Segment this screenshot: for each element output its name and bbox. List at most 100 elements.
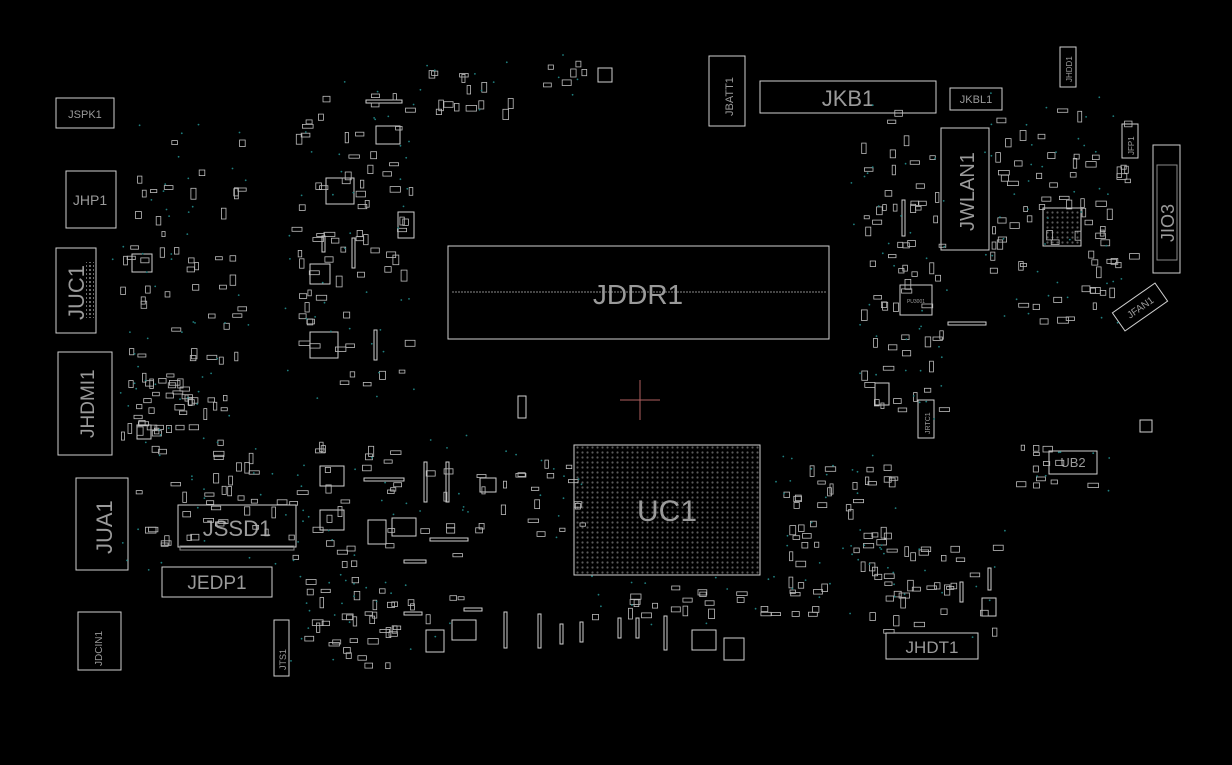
via-dot [1041, 165, 1044, 168]
passive-pad [1038, 204, 1046, 210]
via-dot [458, 492, 460, 495]
jfp1-label: JFP1 [1127, 136, 1136, 155]
jua1-connector[interactable]: JUA1 [75, 477, 129, 571]
passive-pad [911, 586, 921, 592]
passive-pad [904, 546, 909, 557]
via-dot [850, 545, 852, 547]
passive-pad [315, 182, 322, 190]
passive-pad [628, 607, 633, 620]
jhp1-connector[interactable]: JHP1 [65, 170, 117, 229]
jhdt1-connector[interactable]: JHDT1 [885, 632, 979, 660]
via-dot [903, 593, 906, 596]
passive-pad [861, 142, 867, 154]
passive-pad [865, 476, 870, 485]
jkb1-connector[interactable]: JKB1 [759, 80, 937, 114]
passive-pad [449, 595, 457, 601]
via-dot [859, 323, 861, 326]
jdcin1-connector[interactable]: JDCIN1 [77, 611, 122, 671]
passive-pad [292, 554, 299, 560]
via-dot [154, 285, 157, 288]
passive-pad [920, 546, 932, 552]
passive-pad [1047, 152, 1056, 160]
passive-pad [481, 486, 486, 495]
passive-pad [213, 450, 225, 457]
via-dot [1083, 144, 1086, 147]
passive-pad [341, 561, 348, 568]
ub2-chip[interactable]: UB2 [1048, 450, 1098, 475]
via-dot [883, 552, 885, 555]
via-dot [274, 562, 277, 565]
via-dot [1013, 193, 1016, 196]
passive-pad [1059, 195, 1070, 201]
jrtc1-connector[interactable]: JRTC1 [917, 399, 935, 439]
passive-pad [148, 526, 159, 533]
passive-pad [298, 340, 311, 346]
uc1-cpu[interactable]: UC1 [573, 444, 761, 576]
passive-pad [1032, 303, 1040, 310]
jedp1-connector[interactable]: JEDP1 [161, 566, 273, 598]
passive-pad [137, 421, 149, 427]
via-dot [920, 325, 922, 328]
jhdd1-connector[interactable]: JHDD1 [1059, 46, 1077, 88]
passive-pad [316, 622, 321, 633]
passive-pad [670, 606, 681, 613]
passive-pad [389, 162, 399, 167]
via-dot [887, 566, 889, 569]
jwlan1-connector[interactable]: JWLAN1 [940, 127, 990, 251]
passive-pad [320, 588, 331, 593]
via-dot [111, 258, 114, 261]
passive-pad [882, 204, 887, 211]
passive-pad [146, 424, 158, 431]
passive-pad [810, 520, 817, 528]
passive-pad [1124, 178, 1131, 184]
via-dot [405, 502, 408, 505]
passive-pad [398, 369, 406, 374]
passive-pad [136, 426, 144, 436]
passive-pad [461, 74, 466, 83]
passive-pad [481, 82, 488, 93]
via-dot [390, 592, 392, 595]
passive-pad [980, 609, 989, 617]
passive-pad [299, 258, 305, 269]
via-dot [1047, 217, 1049, 220]
jio3-connector[interactable]: JIO3 [1152, 144, 1181, 274]
jddr1-connector[interactable]: JDDR1 [447, 245, 830, 340]
via-dot [158, 454, 161, 457]
passive-pad [1020, 444, 1026, 451]
jfan1-connector[interactable]: JFAN1 [1111, 282, 1169, 332]
via-dot [397, 227, 400, 229]
via-dot [210, 372, 213, 375]
passive-pad [630, 593, 642, 600]
jddr1-label: JDDR1 [593, 279, 683, 310]
jfp1-connector[interactable]: JFP1 [1121, 123, 1139, 159]
passive-pad [1050, 479, 1058, 485]
cursor-crosshair [620, 380, 660, 420]
via-dot [893, 583, 895, 586]
via-dot [856, 470, 859, 473]
passive-pad [158, 377, 167, 384]
jbatt1-connector[interactable]: JBATT1 [708, 55, 746, 127]
jhdmi1-connector[interactable]: JHDMI1 [57, 351, 113, 456]
passive-pad [324, 466, 331, 473]
via-dot [180, 132, 183, 135]
via-dot [1056, 281, 1059, 284]
passive-pad [306, 318, 315, 325]
jspk1-connector[interactable]: JSPK1 [55, 97, 115, 129]
via-dot [316, 397, 319, 399]
jts1-connector[interactable]: JTS1 [273, 619, 290, 677]
passive-pad [1124, 120, 1133, 128]
via-dot [940, 356, 943, 359]
via-dot [310, 151, 313, 153]
via-dot [247, 324, 250, 326]
via-dot [714, 576, 717, 579]
jkbl1-connector[interactable]: JKBL1 [949, 87, 1003, 111]
pu3001-chip[interactable]: PU3001 [899, 284, 933, 316]
via-dot [467, 511, 469, 513]
passive-pad [168, 379, 181, 386]
via-dot [993, 566, 996, 568]
passive-pad [390, 487, 397, 492]
via-dot [879, 546, 881, 549]
juc1-connector[interactable]: JUC1 [55, 247, 97, 334]
jssd1-connector[interactable]: JSSD1 [177, 504, 297, 551]
